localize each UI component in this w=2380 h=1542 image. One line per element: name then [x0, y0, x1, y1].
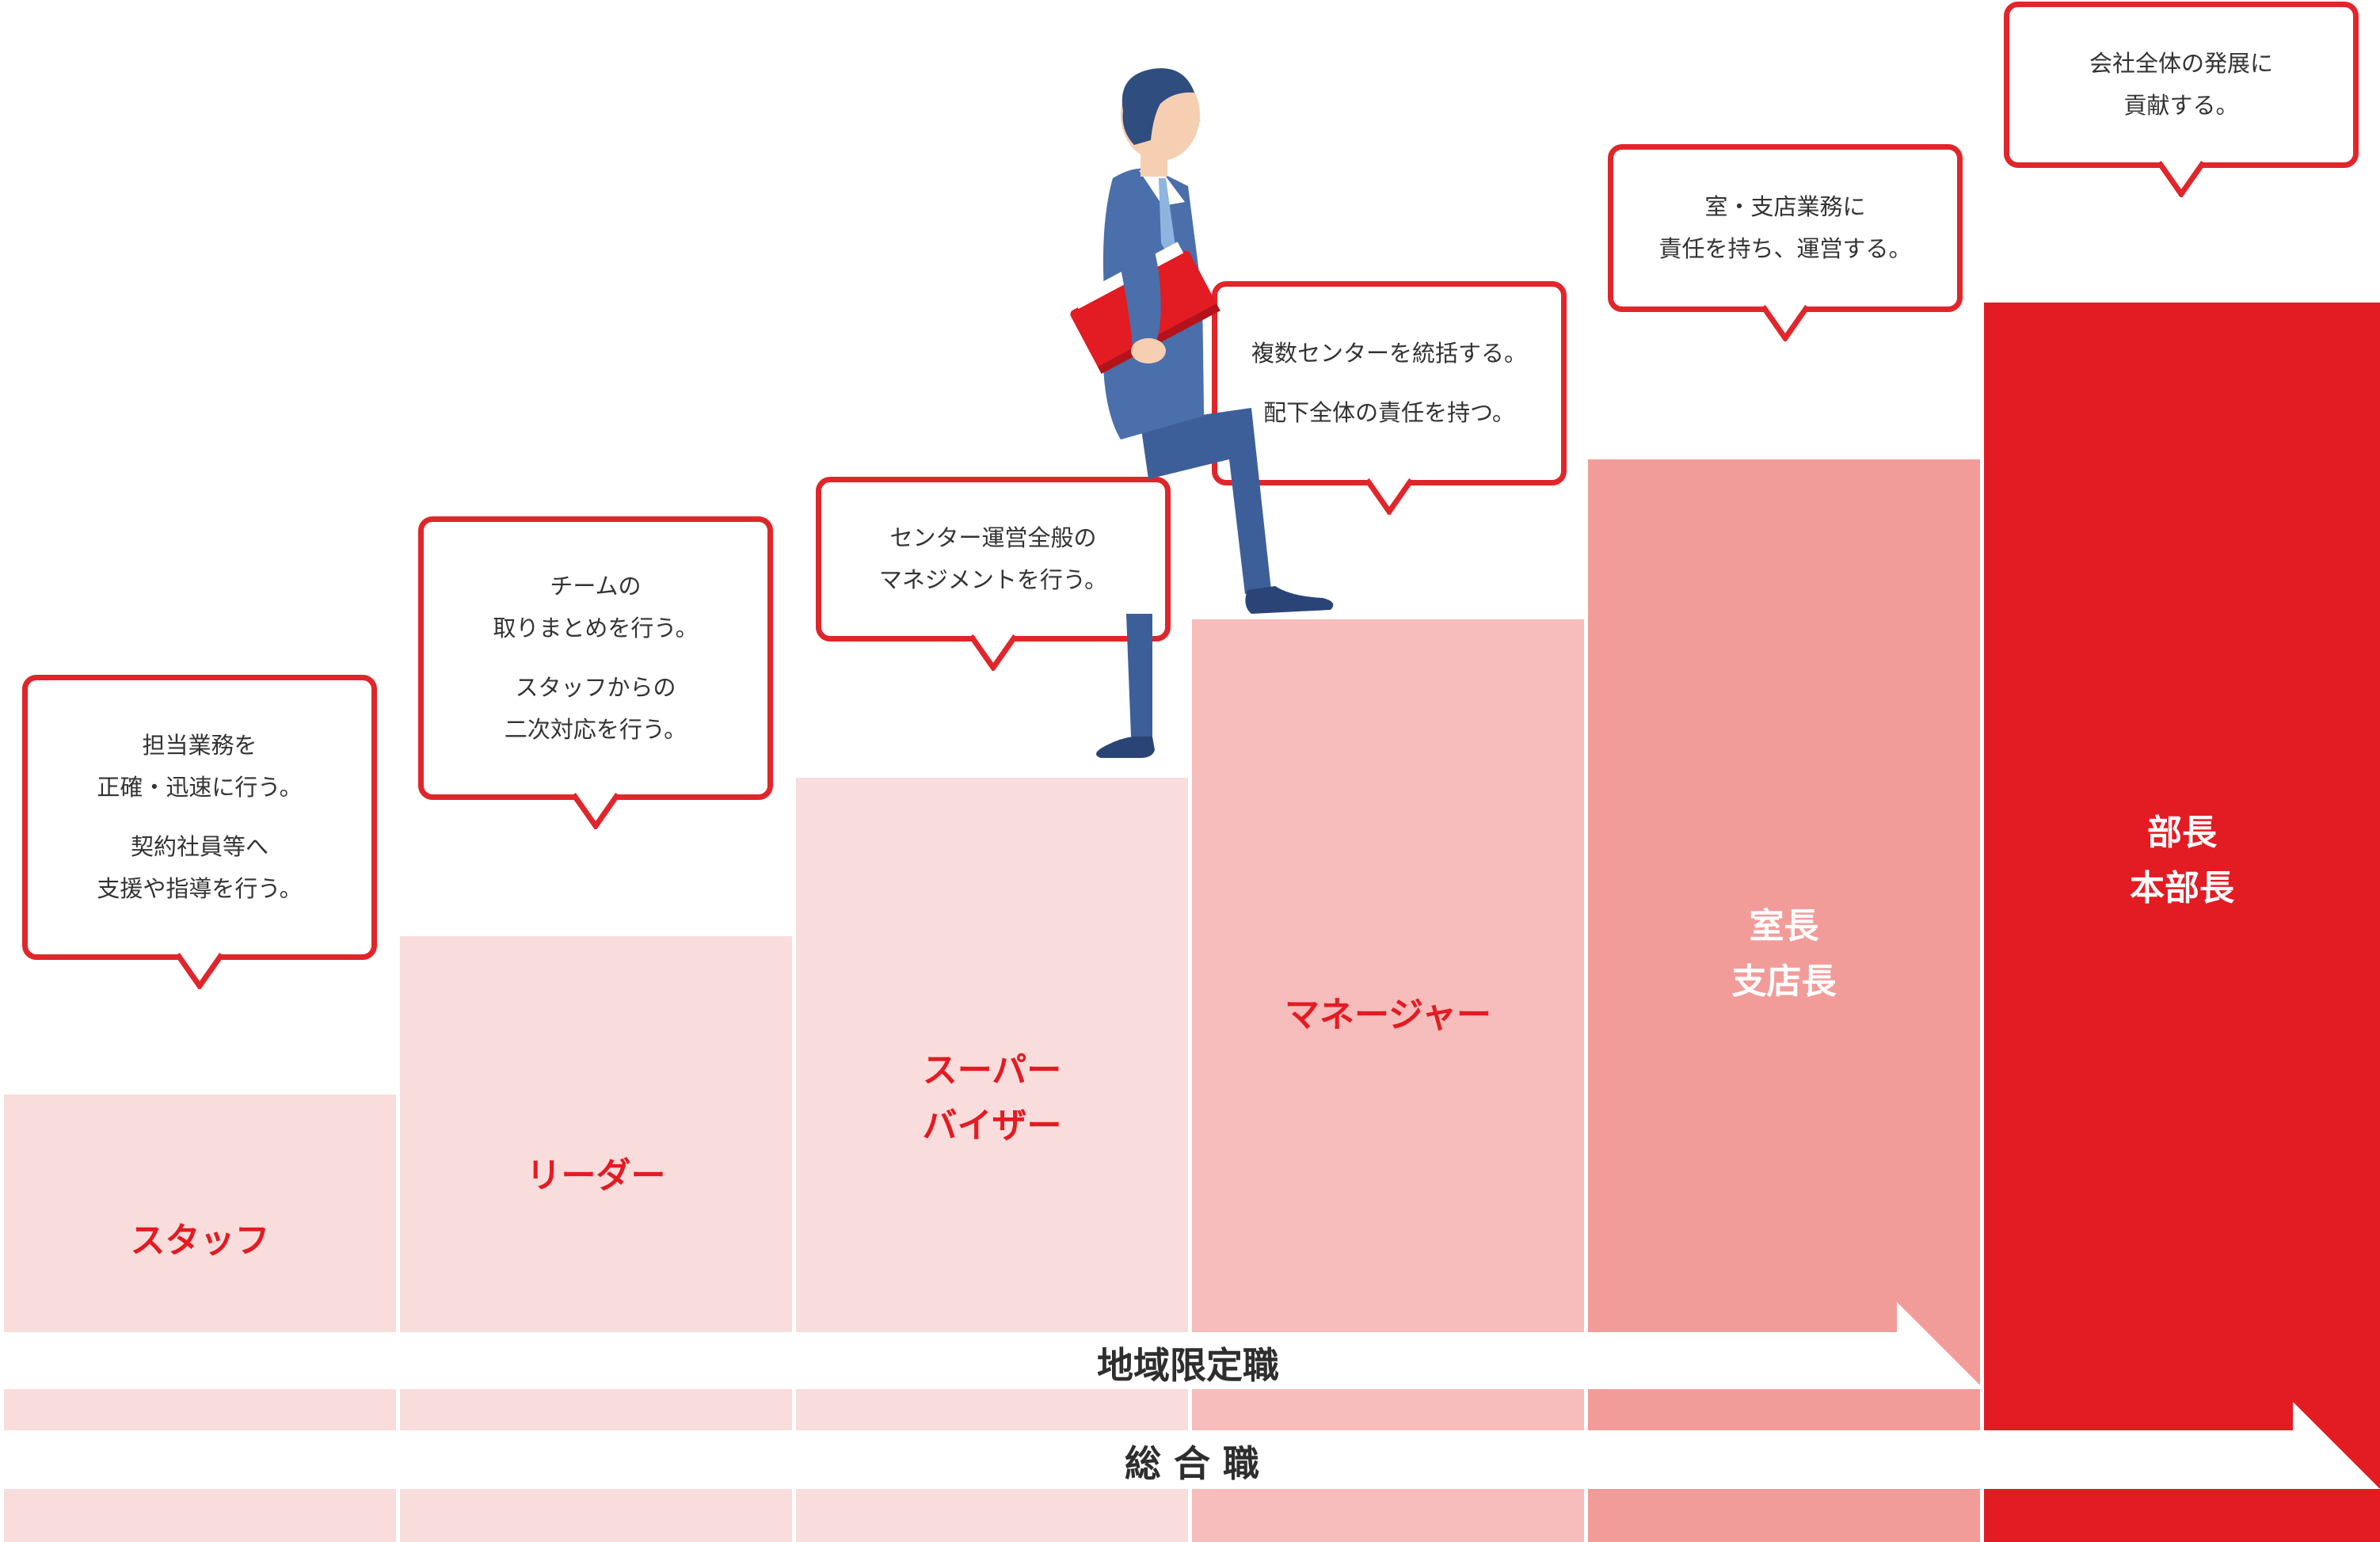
step-label-director: 部長 本部長	[2130, 813, 2234, 908]
bubble-staff-text-2: 契約社員等へ 支援や指導を行う。	[97, 833, 303, 902]
bubble-supervisor-text-1: センター運営全般の マネジメントを行う。	[878, 524, 1108, 593]
step-label-leader: リーダー	[526, 1156, 666, 1196]
step-label-staff: スタッフ	[130, 1220, 270, 1261]
bubble-tail	[2159, 161, 2203, 197]
step-supervisor: スーパー バイザー	[796, 778, 1188, 1542]
bubble-manager-text-2: 配下全体の責任を持つ。	[1263, 399, 1515, 426]
bubble-leader-text-1: チームの 取りまとめを行う。	[493, 573, 699, 642]
step-label-manager: マネージャー	[1285, 995, 1491, 1035]
bubble-office-head-text-1: 室・支店業務に 責任を持ち、運営する。	[1658, 193, 1912, 262]
step-label-supervisor: スーパー バイザー	[922, 1050, 1062, 1146]
bubble-director-text-1: 会社全体の発展に 貢献する。	[2089, 50, 2273, 119]
step-label-office-head: 室長 支店長	[1731, 906, 1837, 1002]
bubble-office-head: 室・支店業務に 責任を持ち、運営する。	[1608, 144, 1963, 341]
bubble-staff: 担当業務を 正確・迅速に行う。 契約社員等へ 支援や指導を行う。	[22, 675, 377, 989]
bubble-manager-text-1: 複数センターを統括する。	[1251, 340, 1527, 367]
general-track-label: 総 合 職	[1125, 1442, 1260, 1485]
bubble-supervisor: センター運営全般の マネジメントを行う。	[816, 477, 1171, 671]
regional-track-arrow	[0, 1302, 1984, 1389]
bubble-manager: 複数センターを統括する。 配下全体の責任を持つ。	[1212, 281, 1567, 515]
bubble-tail	[1763, 305, 1807, 341]
bubble-tail	[971, 634, 1015, 671]
bubble-tail	[1367, 478, 1411, 515]
regional-track-label: 地域限定職	[1097, 1344, 1279, 1387]
general-track-arrow	[0, 1402, 2380, 1489]
bubble-leader-text-2: スタッフからの 二次対応を行う。	[504, 674, 687, 743]
bubble-leader: チームの 取りまとめを行う。 スタッフからの 二次対応を行う。	[418, 516, 773, 829]
bubble-director: 会社全体の発展に 貢献する。	[2004, 2, 2359, 197]
bubble-staff-text-1: 担当業務を 正確・迅速に行う。	[97, 732, 303, 801]
bubble-tail	[573, 793, 618, 829]
step-director: 部長 本部長	[1984, 303, 2380, 1542]
bubble-tail	[177, 953, 222, 989]
businessman-illustration	[1070, 68, 1334, 758]
